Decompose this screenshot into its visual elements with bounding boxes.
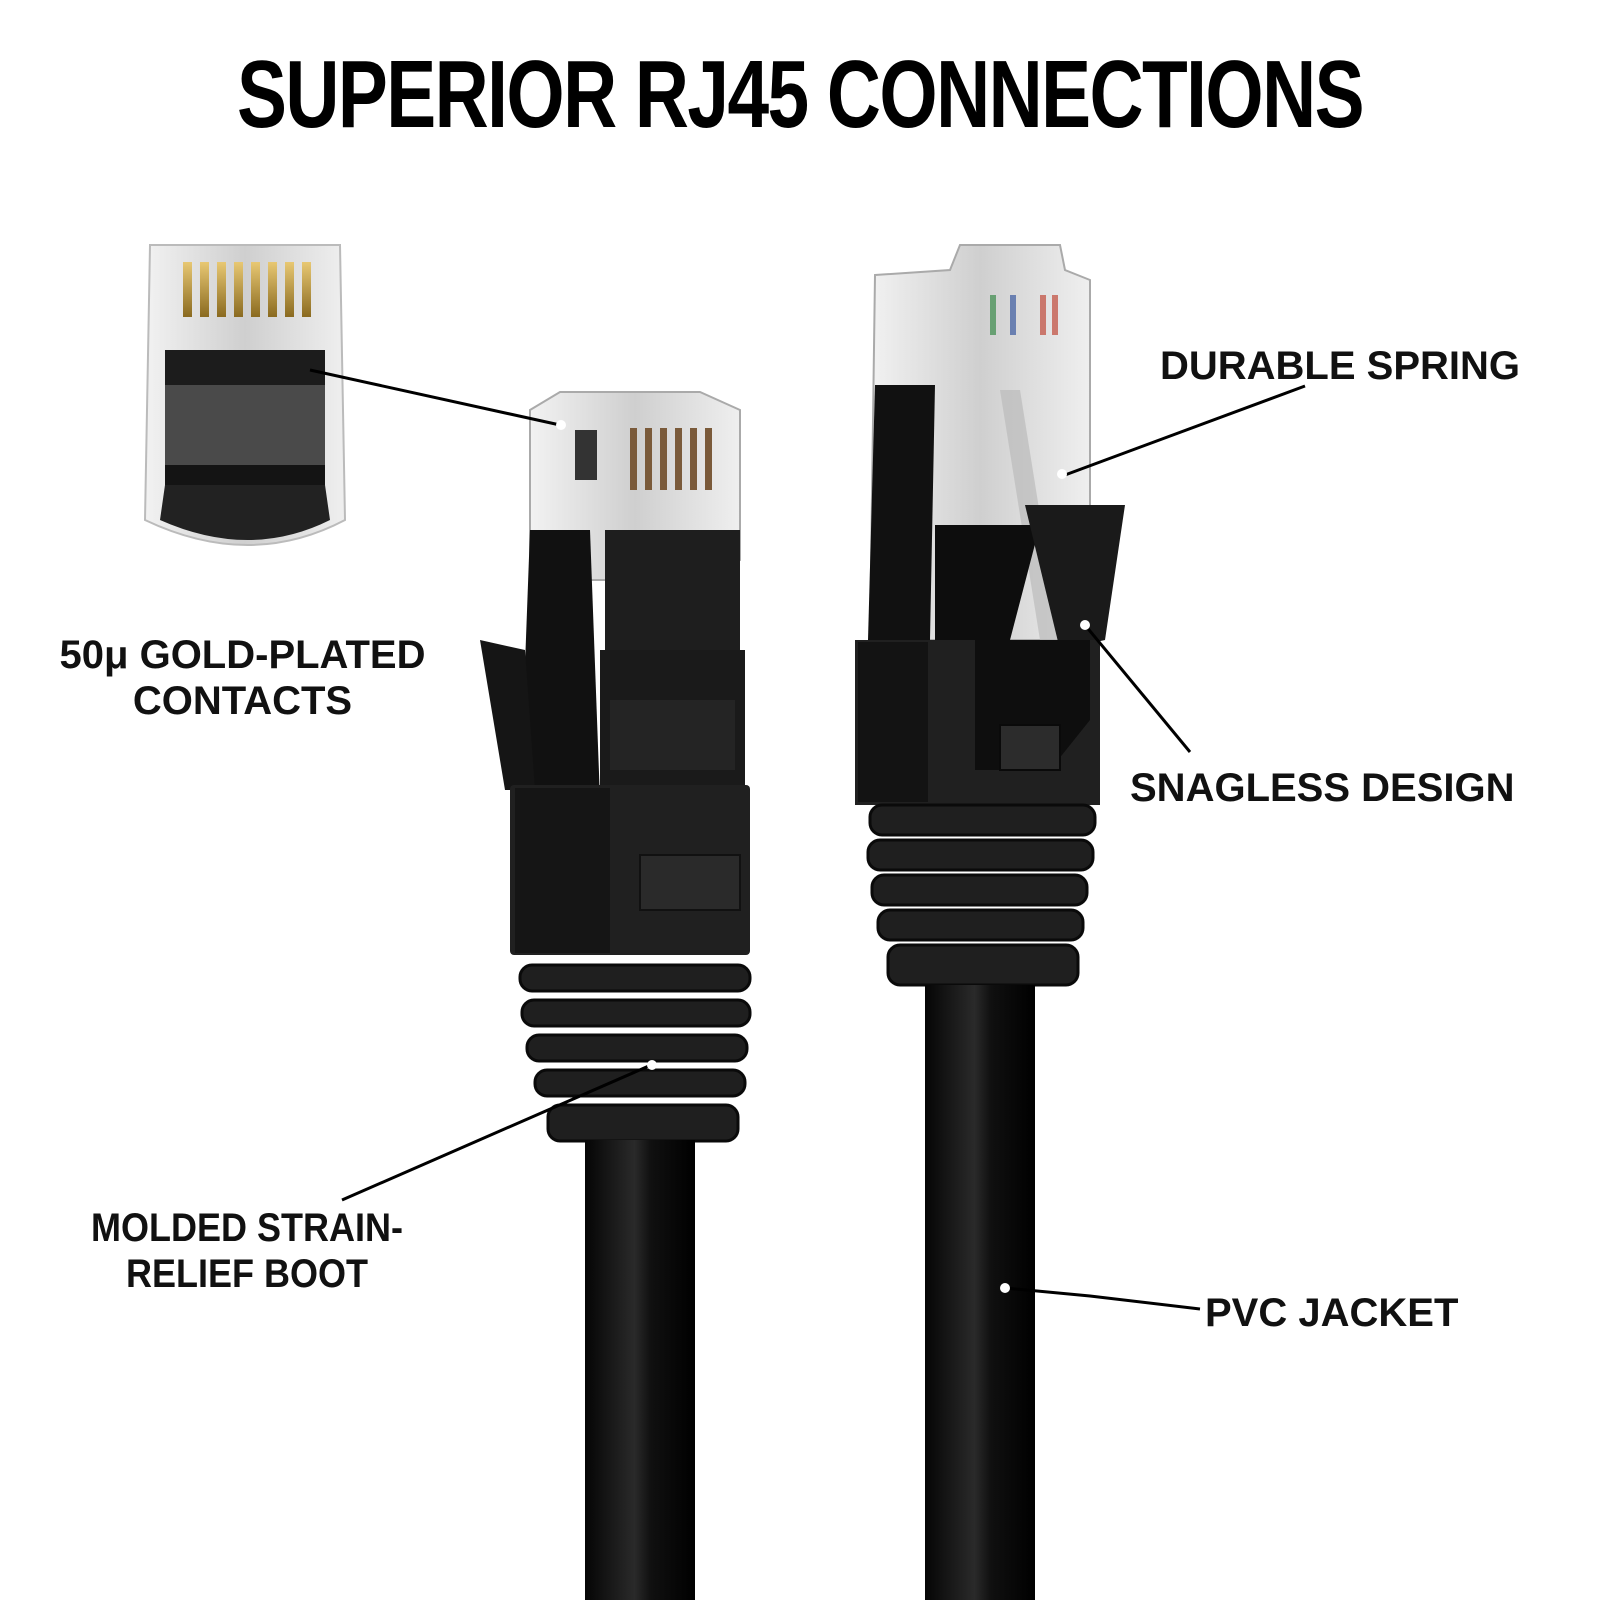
dot-snagless: [1080, 620, 1090, 630]
leader-lines: [309, 368, 1306, 1311]
page-title: SUPERIOR RJ45 CONNECTIONS: [236, 41, 1365, 148]
dot-gold-contacts: [556, 420, 566, 430]
callout-pvc-jacket-text: PVC JACKET: [1205, 1291, 1459, 1335]
rj45-plug-side: [855, 244, 1125, 1600]
gold-contacts-icon: [183, 262, 311, 317]
callout-snagless-text: SNAGLESS DESIGN: [1130, 766, 1515, 810]
callout-dots: [556, 420, 1090, 1293]
callout-strain-relief: MOLDED STRAIN- RELIEF BOOT: [40, 1205, 454, 1297]
leader-snagless: [1083, 624, 1192, 753]
callout-strain-relief-line2: RELIEF BOOT: [125, 1252, 368, 1296]
callout-pvc-jacket: PVC JACKET: [1205, 1290, 1458, 1336]
callout-gold-contacts-line2: CONTACTS: [132, 679, 353, 723]
dot-strain-relief: [647, 1060, 657, 1070]
callout-snagless-design: SNAGLESS DESIGN: [1130, 765, 1515, 811]
callout-durable-spring-text: DURABLE SPRING: [1160, 344, 1521, 388]
callout-strain-relief-line1: MOLDED STRAIN-: [91, 1206, 403, 1250]
leader-gold-contacts: [309, 368, 561, 427]
contact-closeup-inset: [143, 244, 347, 546]
leader-strain-relief: [341, 1063, 652, 1202]
callout-gold-contacts: 50μ GOLD-PLATED CONTACTS: [20, 632, 465, 724]
leader-pvc-jacket: [1004, 1286, 1201, 1311]
leader-durable-spring: [1064, 384, 1306, 477]
dot-durable-spring: [1057, 469, 1067, 479]
callout-gold-contacts-line1: 50μ GOLD-PLATED: [59, 633, 426, 677]
callout-durable-spring: DURABLE SPRING: [1160, 343, 1520, 389]
dot-pvc-jacket: [1000, 1283, 1010, 1293]
rj45-plug-front: [480, 391, 752, 1600]
